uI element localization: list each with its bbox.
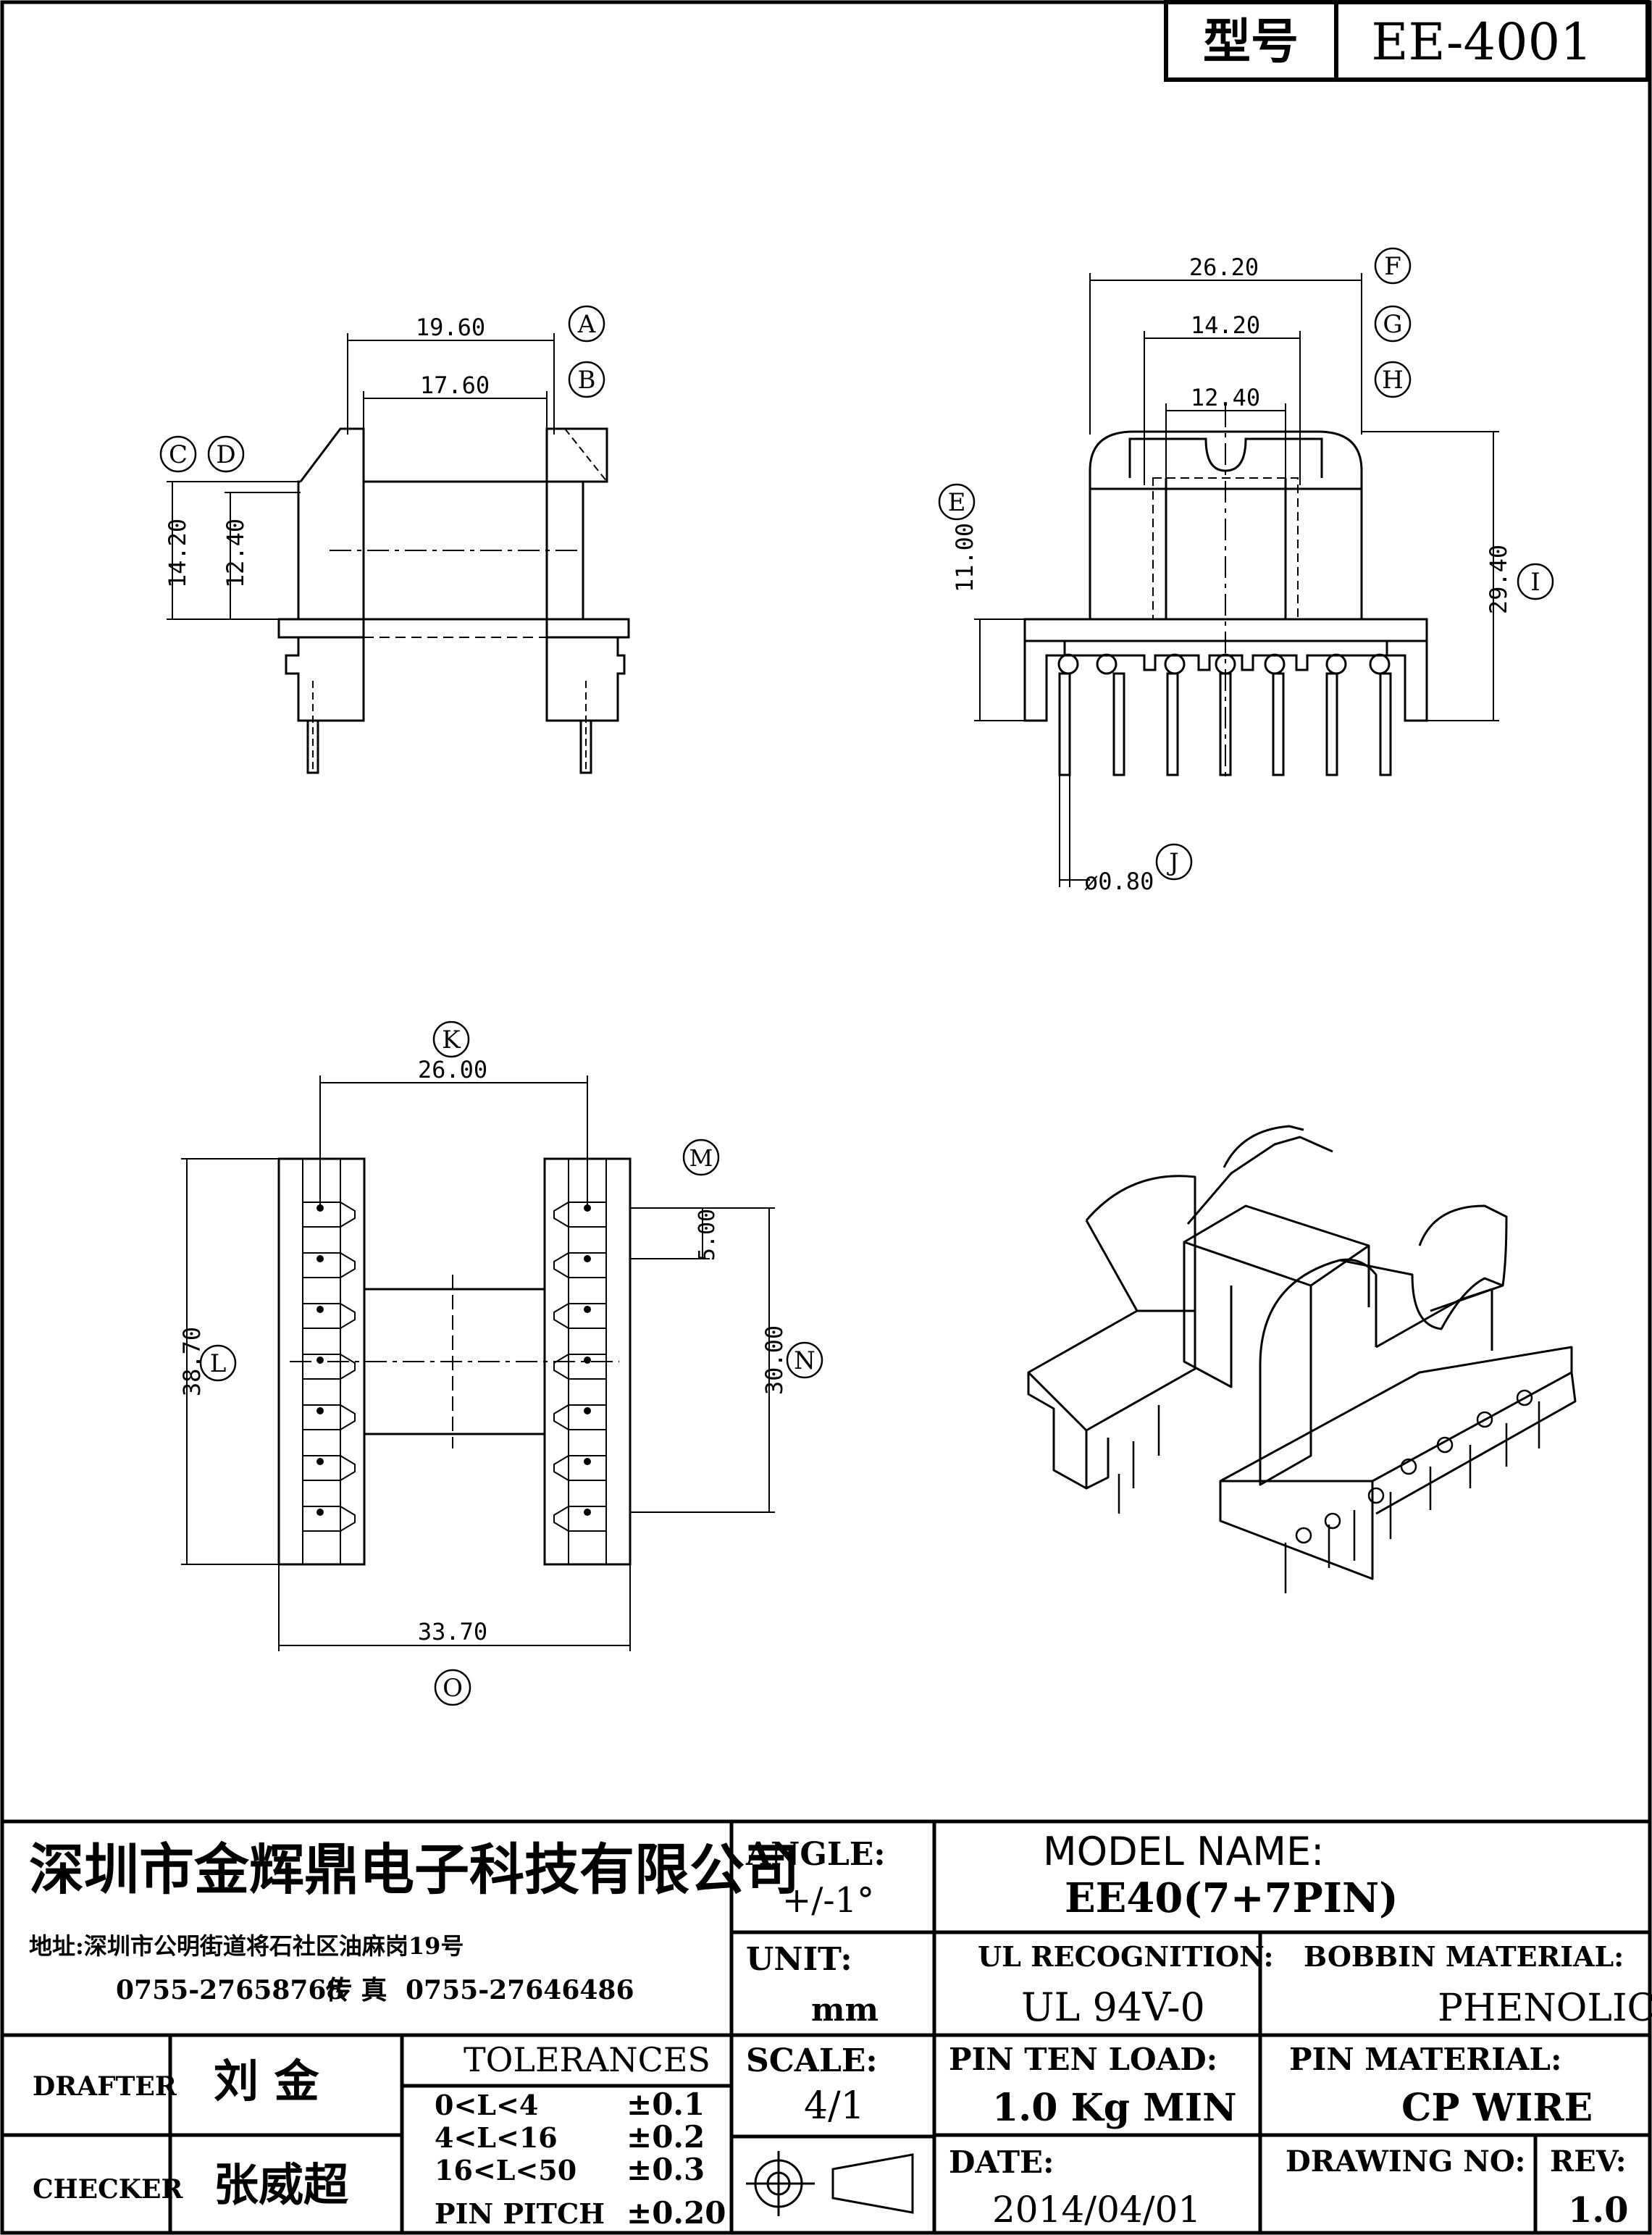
unit-value: mm bbox=[811, 1992, 879, 2029]
title-block-lines bbox=[2, 1819, 1650, 2233]
drawing-no-label: DRAWING NO: bbox=[1286, 2144, 1525, 2179]
company-phone: 0755-27658768 bbox=[116, 1975, 345, 2005]
angle-label: ANGLE: bbox=[745, 1836, 886, 1873]
pin-material-value: CP WIRE bbox=[1401, 2086, 1593, 2130]
company-name: 深圳市金辉鼎电子科技有限公司 bbox=[29, 1837, 800, 1902]
angle-value: +/-1° bbox=[782, 1880, 874, 1921]
date-value: 2014/04/01 bbox=[992, 2189, 1201, 2231]
drafter-label: DRAFTER bbox=[33, 2071, 177, 2102]
dim-o: 33.70 bbox=[418, 1618, 487, 1645]
unit-label: UNIT: bbox=[746, 1941, 852, 1978]
dim-m: 5.00 bbox=[695, 1209, 720, 1261]
tol-value-3: ±0.3 bbox=[626, 2152, 705, 2187]
dim-c: 14.20 bbox=[164, 519, 191, 588]
callout-e: E bbox=[948, 488, 966, 517]
scale-label: SCALE: bbox=[746, 2042, 878, 2079]
isometric-view bbox=[1027, 1125, 1577, 1593]
header-box bbox=[1164, 0, 1650, 82]
side-view bbox=[167, 333, 630, 774]
pin-load-value: 1.0 Kg MIN bbox=[992, 2086, 1237, 2130]
dim-b: 17.60 bbox=[420, 372, 490, 399]
scale-value: 4/1 bbox=[804, 2084, 865, 2128]
tolerances-label: TOLERANCES bbox=[464, 2040, 710, 2079]
rev-label: REV: bbox=[1550, 2144, 1627, 2179]
bobbin-label: BOBBIN MATERIAL: bbox=[1304, 1940, 1624, 1973]
dim-a: 19.60 bbox=[416, 314, 485, 341]
callout-a: A bbox=[577, 310, 596, 339]
bobbin-value: PHENOLIC bbox=[1438, 1987, 1652, 2030]
tol-range-2: 4<L<16 bbox=[435, 2121, 558, 2154]
tol-range-1: 0<L<4 bbox=[435, 2089, 538, 2121]
ul-value: UL 94V-0 bbox=[1021, 1984, 1205, 2030]
tol-value-1: ±0.1 bbox=[626, 2087, 705, 2122]
callout-i: I bbox=[1530, 568, 1540, 597]
checker-label: CHECKER bbox=[33, 2174, 183, 2205]
dim-f: 26.20 bbox=[1189, 253, 1259, 281]
callout-o: O bbox=[443, 1674, 463, 1703]
company-address: 地址:深圳市公明街道将石社区油麻岗19号 bbox=[29, 1932, 464, 1960]
callout-h: H bbox=[1382, 366, 1404, 395]
dim-e: 11.00 bbox=[951, 523, 978, 592]
dim-n: 30.00 bbox=[760, 1325, 788, 1395]
dim-g: 14.20 bbox=[1191, 311, 1260, 339]
callout-n: N bbox=[794, 1346, 815, 1375]
callout-m: M bbox=[689, 1144, 713, 1172]
dim-i: 29.40 bbox=[1485, 545, 1512, 614]
bottom-view bbox=[181, 1075, 775, 1651]
dim-h: 12.40 bbox=[1191, 384, 1260, 411]
model-name-value: EE40(7+7PIN) bbox=[1065, 1874, 1399, 1922]
callout-j: J bbox=[1167, 848, 1179, 877]
tol-value-4: ±0.20 bbox=[626, 2195, 726, 2231]
callout-b: B bbox=[578, 366, 596, 395]
front-view bbox=[974, 273, 1499, 887]
header-model-label: 型号 bbox=[1203, 13, 1299, 70]
tol-range-3: 16<L<50 bbox=[435, 2154, 576, 2186]
fax-label: 传 真 bbox=[325, 1975, 387, 2005]
dim-d: 12.40 bbox=[222, 519, 249, 588]
checker-value: 张威超 bbox=[214, 2158, 349, 2211]
callout-f: F bbox=[1384, 252, 1401, 281]
dim-k: 26.00 bbox=[418, 1056, 487, 1083]
tol-range-4: PIN PITCH bbox=[435, 2197, 605, 2230]
date-label: DATE: bbox=[949, 2144, 1054, 2180]
ul-label: UL RECOGNITION: bbox=[978, 1940, 1274, 1973]
pin-load-label: PIN TEN LOAD: bbox=[949, 2042, 1217, 2077]
projection-symbol bbox=[746, 2151, 914, 2216]
company-fax: 0755-27646486 bbox=[406, 1975, 634, 2005]
callout-g: G bbox=[1383, 310, 1402, 339]
model-name-label: MODEL NAME: bbox=[1043, 1829, 1324, 1874]
dim-j: ø0.80 bbox=[1084, 868, 1154, 895]
callout-k: K bbox=[442, 1026, 461, 1054]
callout-c: C bbox=[169, 440, 188, 469]
drafter-value: 刘 金 bbox=[214, 2055, 320, 2108]
rev-value: 1.0 bbox=[1568, 2190, 1629, 2231]
pin-material-label: PIN MATERIAL: bbox=[1289, 2042, 1561, 2077]
tol-value-2: ±0.2 bbox=[626, 2119, 705, 2155]
header-model-value: EE-4001 bbox=[1371, 12, 1592, 72]
callout-l: L bbox=[210, 1349, 227, 1378]
callout-d: D bbox=[216, 440, 235, 469]
